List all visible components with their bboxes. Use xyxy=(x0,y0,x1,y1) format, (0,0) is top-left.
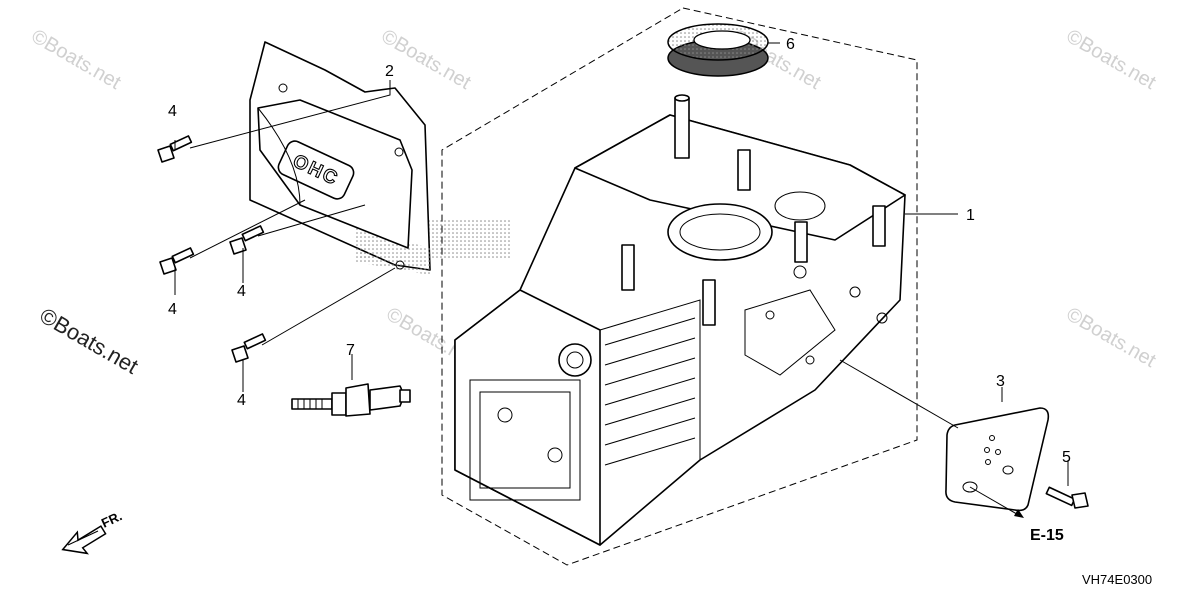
callout-part-3: 3 xyxy=(996,373,1005,390)
callout-part-4: 4 xyxy=(237,283,246,300)
watermark: ©Boats.net xyxy=(1063,25,1160,94)
callout-part-2: 2 xyxy=(385,63,394,80)
diagram-code: VH74E0300 xyxy=(1082,572,1152,587)
callout-part-5: 5 xyxy=(1062,449,1071,466)
front-arrow-icon xyxy=(61,525,107,555)
reference-label: E-15 xyxy=(1030,527,1064,544)
front-label: FR. xyxy=(99,508,124,530)
bolt-part-4 xyxy=(231,333,267,363)
callout-part-4: 4 xyxy=(168,301,177,318)
bolt-part-4 xyxy=(159,247,195,275)
bolt-part-5 xyxy=(1045,486,1089,509)
head-cover-part-2: OHC xyxy=(249,41,431,275)
watermark: ©Boats.net xyxy=(1063,303,1160,372)
callout-part-4: 4 xyxy=(168,103,177,120)
callout-part-6: 6 xyxy=(786,36,795,53)
callout-part-1: 1 xyxy=(966,207,975,224)
bolt-part-4 xyxy=(157,135,193,163)
watermark: ©Boats.net xyxy=(378,25,475,94)
oil-seal-part-6 xyxy=(667,23,769,77)
callout-part-4: 4 xyxy=(237,392,246,409)
callout-part-7: 7 xyxy=(346,342,355,359)
watermark: ©Boats.net xyxy=(28,25,125,94)
bolt-part-4 xyxy=(229,225,265,255)
gasket-part-3 xyxy=(945,407,1050,512)
assembly-outline xyxy=(441,7,918,566)
cylinder-block-part-1 xyxy=(360,94,906,546)
watermark: ©Boats.net xyxy=(36,303,143,379)
spark-plug-part-7 xyxy=(291,383,411,417)
